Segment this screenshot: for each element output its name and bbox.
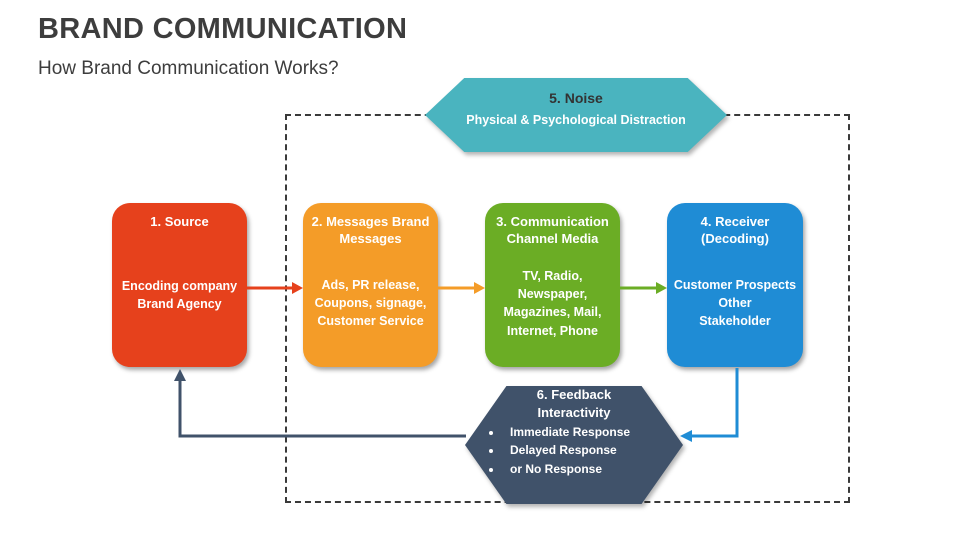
box-receiver: 4. Receiver (Decoding) Customer Prospect… bbox=[667, 203, 803, 367]
noise-description: Physical & Psychological Distraction bbox=[466, 113, 686, 127]
slide-title: BRAND COMMUNICATION bbox=[38, 13, 408, 45]
bullet-dot-icon bbox=[489, 449, 493, 454]
noise-title: 5. Noise bbox=[549, 90, 603, 106]
feedback-bullet-list: Immediate Response Delayed Response or N… bbox=[465, 424, 683, 478]
box-messages-title: 2. Messages Brand Messages bbox=[311, 214, 430, 246]
feedback-bullet-label: or No Response bbox=[510, 461, 603, 476]
box-channel-body: TV, Radio, Newspaper, Magazines, Mail, I… bbox=[503, 269, 602, 338]
box-receiver-title: 4. Receiver (Decoding) bbox=[700, 214, 770, 246]
feedback-bullet: or No Response bbox=[489, 461, 683, 478]
box-source-body: Encoding company Brand Agency bbox=[121, 278, 238, 311]
box-messages-body: Ads, PR release, Coupons, signage, Custo… bbox=[314, 278, 427, 329]
box-channel: 3. Communication Channel Media TV, Radio… bbox=[485, 203, 620, 367]
slide-subtitle: How Brand Communication Works? bbox=[38, 58, 339, 79]
box-source-title: 1. Source bbox=[150, 214, 209, 229]
box-channel-title: 3. Communication Channel Media bbox=[496, 214, 609, 246]
bullet-dot-icon bbox=[489, 467, 493, 472]
feedback-title: 6. Feedback Interactivity bbox=[536, 387, 612, 420]
box-source: 1. Source Encoding company Brand Agency bbox=[112, 203, 247, 367]
feedback-hexagon: 6. Feedback Interactivity Immediate Resp… bbox=[465, 377, 683, 504]
box-messages: 2. Messages Brand Messages Ads, PR relea… bbox=[303, 203, 438, 367]
feedback-bullet-label: Immediate Response bbox=[510, 425, 631, 440]
bullet-dot-icon bbox=[489, 430, 493, 435]
feedback-bullet: Immediate Response bbox=[489, 424, 683, 441]
feedback-bullet-label: Delayed Response bbox=[510, 443, 617, 458]
noise-hexagon: 5. Noise Physical & Psychological Distra… bbox=[425, 78, 727, 152]
box-receiver-body: Customer Prospects Other Stakeholder bbox=[673, 278, 797, 329]
feedback-bullet: Delayed Response bbox=[489, 442, 683, 459]
